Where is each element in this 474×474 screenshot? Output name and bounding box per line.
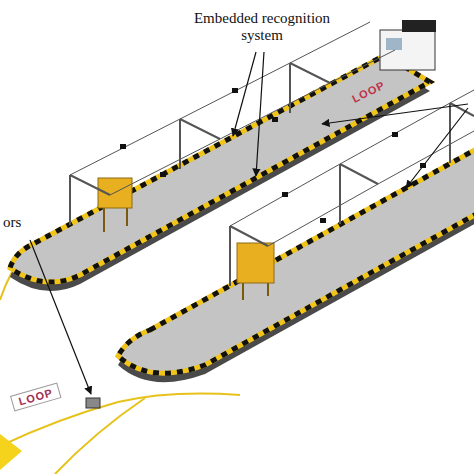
pole bbox=[229, 226, 231, 286]
leader-lines bbox=[30, 52, 468, 394]
pole-arm bbox=[180, 119, 220, 139]
sign-post bbox=[103, 205, 105, 232]
ground-line bbox=[55, 398, 145, 474]
ground-line bbox=[118, 394, 240, 402]
leader-line bbox=[256, 52, 264, 176]
platform-top bbox=[118, 147, 474, 373]
camera bbox=[160, 172, 166, 177]
wire bbox=[110, 50, 395, 195]
recognition-poles bbox=[70, 22, 474, 286]
pole bbox=[69, 175, 71, 225]
booth bbox=[380, 30, 435, 70]
platform-edge bbox=[118, 147, 474, 373]
leader-line bbox=[30, 240, 91, 394]
pole bbox=[289, 63, 291, 113]
wire bbox=[268, 131, 474, 246]
leader-line bbox=[233, 52, 256, 136]
camera bbox=[320, 218, 326, 223]
pole-arm bbox=[340, 164, 378, 184]
pole-arm bbox=[70, 175, 110, 195]
camera bbox=[272, 117, 278, 122]
booth-window bbox=[386, 38, 402, 50]
camera bbox=[232, 88, 238, 93]
pole bbox=[179, 119, 181, 169]
platform-edge-stripes bbox=[118, 147, 474, 373]
direction-arrow bbox=[0, 434, 22, 470]
pole-arm bbox=[230, 226, 268, 246]
booth-roof bbox=[402, 20, 436, 32]
camera bbox=[282, 192, 288, 197]
signboard bbox=[237, 243, 274, 283]
camera-units bbox=[120, 88, 426, 223]
signboards bbox=[98, 178, 274, 300]
leader-line bbox=[406, 108, 468, 188]
leader-line bbox=[322, 104, 468, 124]
pole-arm bbox=[290, 63, 330, 83]
ground-line bbox=[0, 272, 12, 300]
callout-label: Embedded recognition system bbox=[192, 10, 332, 44]
lower-platform bbox=[118, 147, 474, 382]
sensor-box bbox=[86, 398, 100, 408]
wire bbox=[230, 90, 474, 226]
callout-label: ors bbox=[3, 214, 21, 231]
camera bbox=[120, 144, 126, 149]
camera bbox=[392, 132, 398, 137]
wire bbox=[70, 22, 370, 175]
loop-sign: LOOP bbox=[10, 382, 62, 411]
pole bbox=[339, 164, 341, 224]
